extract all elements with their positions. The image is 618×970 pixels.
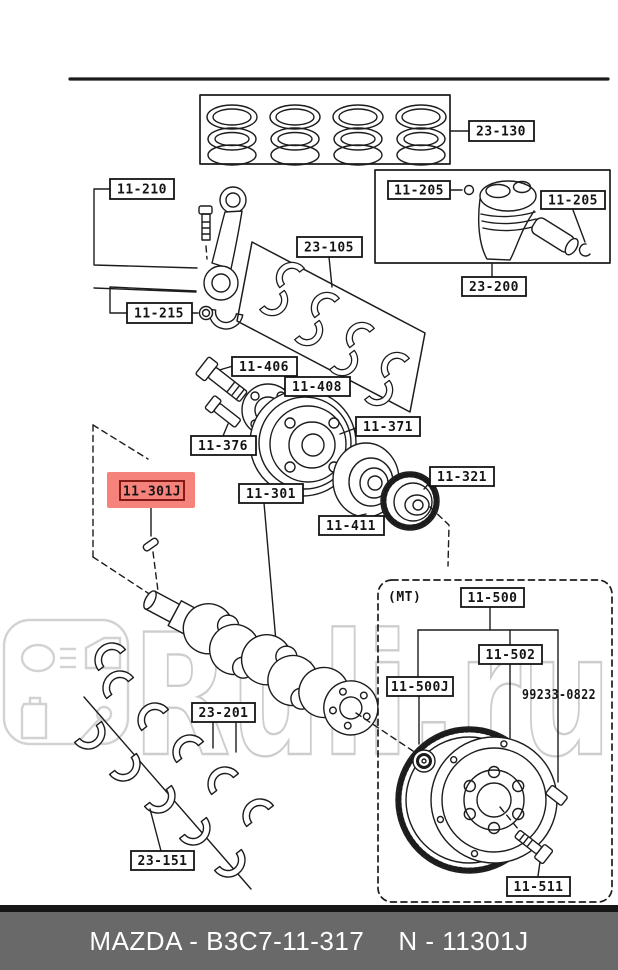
part-label-11-371[interactable]: 11-371 bbox=[355, 416, 421, 437]
label-box bbox=[130, 850, 195, 871]
label-text: 23-201 bbox=[199, 706, 249, 721]
label-text: 11-411 bbox=[326, 519, 376, 534]
label-text: 11-371 bbox=[363, 420, 413, 435]
label-text: 11-210 bbox=[117, 183, 167, 198]
part-label-23-151[interactable]: 23-151 bbox=[130, 850, 195, 871]
label-box bbox=[190, 435, 257, 456]
label-box bbox=[506, 876, 571, 897]
label-box bbox=[191, 702, 256, 723]
label-text: 11-321 bbox=[437, 470, 487, 485]
lower-bearing-set-drawing bbox=[73, 635, 275, 890]
crankshaft-drawing bbox=[143, 502, 414, 752]
part-label-11-321[interactable]: 11-321 bbox=[429, 466, 495, 487]
label-box bbox=[318, 515, 385, 536]
upper-bearing-set-drawing bbox=[236, 241, 426, 413]
label-box bbox=[119, 480, 185, 501]
part-label-11-301J-highlighted[interactable]: 11-301J bbox=[107, 472, 195, 508]
footer-divider bbox=[0, 905, 618, 912]
part-label-11-408[interactable]: 11-408 bbox=[284, 376, 351, 397]
label-box bbox=[355, 416, 421, 437]
label-box bbox=[478, 644, 543, 665]
part-label-23-201[interactable]: 23-201 bbox=[191, 702, 256, 723]
label-text: 23-105 bbox=[304, 241, 354, 256]
label-text: 11-205 bbox=[548, 194, 598, 209]
part-label-11-205-left[interactable]: 11-205 bbox=[387, 180, 451, 200]
footer-bar: MAZDA - B3C7-11-317 N - 11301J bbox=[0, 912, 618, 970]
crank-key-drawing bbox=[92, 424, 159, 600]
parts-diagram: Ruli.ru bbox=[2, 77, 613, 903]
label-box bbox=[386, 676, 454, 697]
label-text: 23-151 bbox=[138, 854, 188, 869]
part-label-11-205-right[interactable]: 11-205 bbox=[540, 190, 606, 210]
part-label-11-500J[interactable]: 11-500J bbox=[386, 676, 454, 697]
label-text: 11-376 bbox=[198, 439, 248, 454]
label-box bbox=[429, 466, 495, 487]
mt-annotation: (MT) bbox=[388, 590, 421, 605]
label-box bbox=[126, 302, 193, 324]
flywheel-mt-box-drawing bbox=[377, 579, 613, 903]
label-box bbox=[460, 587, 525, 608]
stamp-annotation: 99233-0822 bbox=[522, 688, 596, 703]
label-text: 11-511 bbox=[514, 880, 564, 895]
label-text: 11-301 bbox=[246, 487, 296, 502]
label-box bbox=[109, 178, 175, 200]
footer-part-code: MAZDA - B3C7-11-317 bbox=[89, 925, 365, 956]
footer-ref-code: N - 11301J bbox=[398, 925, 529, 956]
label-box bbox=[461, 276, 527, 297]
part-label-23-130[interactable]: 23-130 bbox=[468, 120, 535, 142]
label-box bbox=[387, 180, 451, 200]
label-box bbox=[296, 236, 363, 258]
part-label-11-406[interactable]: 11-406 bbox=[231, 356, 298, 377]
part-label-11-376[interactable]: 11-376 bbox=[190, 435, 257, 456]
label-text: 11-500 bbox=[468, 591, 518, 606]
part-label-11-301[interactable]: 11-301 bbox=[238, 483, 304, 504]
part-label-11-511[interactable]: 11-511 bbox=[506, 876, 571, 897]
label-text: 23-130 bbox=[476, 125, 526, 140]
connecting-rod-drawing bbox=[93, 186, 247, 333]
label-text: 11-500J bbox=[391, 680, 449, 695]
label-text: 23-200 bbox=[469, 280, 519, 295]
label-text: 11-406 bbox=[239, 360, 289, 375]
label-box bbox=[238, 483, 304, 504]
part-label-11-210[interactable]: 11-210 bbox=[109, 178, 175, 200]
label-text: 11-502 bbox=[486, 648, 536, 663]
part-label-23-200[interactable]: 23-200 bbox=[461, 276, 527, 297]
label-box bbox=[231, 356, 298, 377]
part-label-11-500[interactable]: 11-500 bbox=[460, 587, 525, 608]
piston-assembly-drawing bbox=[374, 169, 611, 278]
label-box bbox=[284, 376, 351, 397]
label-box bbox=[468, 120, 535, 142]
part-label-11-411[interactable]: 11-411 bbox=[318, 515, 385, 536]
part-label-11-502[interactable]: 11-502 bbox=[478, 644, 543, 665]
label-box bbox=[540, 190, 606, 210]
part-label-23-105[interactable]: 23-105 bbox=[296, 236, 363, 258]
piston-rings-drawing bbox=[199, 94, 470, 166]
label-text: 11-408 bbox=[292, 380, 342, 395]
label-text: 11-215 bbox=[134, 307, 184, 322]
label-text: 11-205 bbox=[394, 184, 444, 199]
part-label-11-215[interactable]: 11-215 bbox=[126, 302, 193, 324]
label-text: 11-301J bbox=[123, 485, 181, 500]
